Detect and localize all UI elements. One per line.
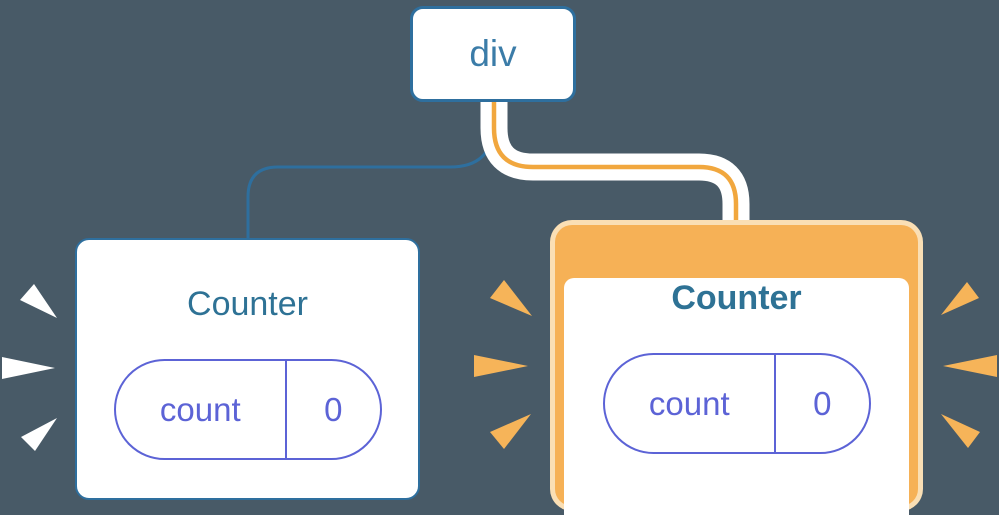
edge-root-to-right-counter [491,98,739,240]
edge-root-to-right-counter-casing [480,98,750,227]
root-node-label: div [469,33,517,74]
counter-title-right: Counter [671,279,802,317]
burst-wedge-orange-left-bottom [490,414,531,449]
state-pill-left: count 0 [113,359,382,460]
burst-marks-left-card [2,284,57,451]
state-value-left: 0 [324,390,343,428]
state-value-right: 0 [813,384,832,422]
burst-wedge-white-top [20,284,57,318]
burst-wedge-white-bottom [21,418,57,451]
root-node-div: div [410,6,576,102]
burst-wedge-white-middle [2,357,55,379]
burst-wedge-orange-right-bottom [941,414,980,448]
counter-title-left: Counter [187,285,308,323]
edge-root-to-left-counter [246,98,495,239]
burst-wedge-orange-right-middle [943,355,997,377]
burst-wedge-orange-left-middle [474,355,528,377]
burst-marks-right-card-left [474,280,532,449]
counter-card-right: Counter count 0 [564,278,909,515]
state-key-left: count [116,361,288,458]
counter-card-left: Counter count 0 [75,238,420,500]
burst-wedge-orange-left-top [490,280,532,316]
counter-card-right-border: Counter count 0 [555,225,918,515]
burst-wedge-orange-right-top [941,282,979,315]
state-pill-right: count 0 [602,353,871,454]
burst-marks-right-card-right [941,282,997,448]
state-key-right: count [605,355,777,452]
counter-card-right-glow: Counter count 0 [550,220,923,515]
